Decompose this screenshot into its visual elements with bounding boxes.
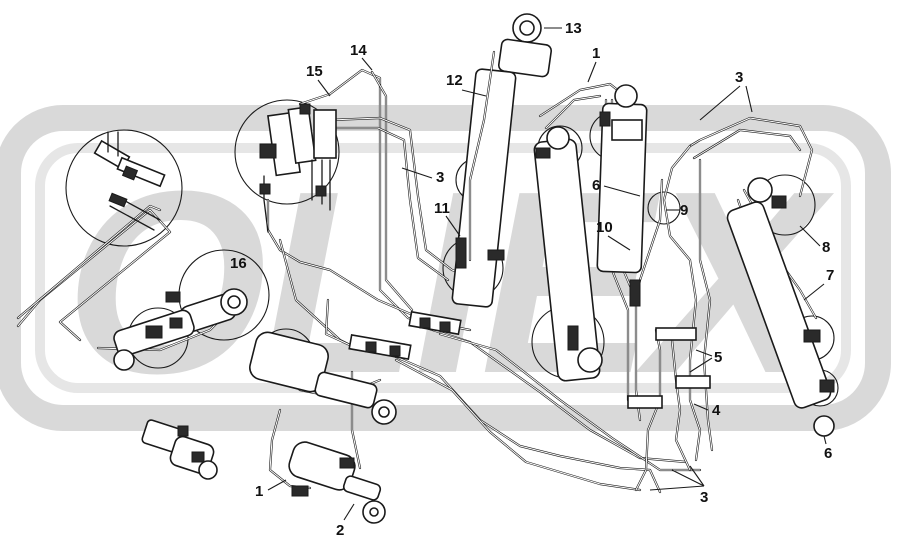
- hose-1-top-b-core: [545, 95, 601, 129]
- manifold-clamps: [348, 310, 711, 409]
- right-cylinder: [726, 177, 835, 437]
- fitting-pipes: [107, 131, 161, 231]
- callout-labels: 13 1 3 14 15 12 3 6 11 9 10 8 16 7 5 4 6…: [230, 20, 834, 539]
- hose-3-bottom-b-core: [395, 359, 641, 491]
- hose-3-upper-core: [329, 117, 471, 277]
- hose-left-loop-core: [17, 209, 171, 341]
- cylinder-11: [451, 13, 553, 308]
- callout-10: 10: [596, 219, 613, 236]
- callout-3-top-right: 3: [735, 69, 743, 86]
- center-cylinders: [533, 84, 648, 382]
- left-motor: [113, 309, 195, 371]
- detail-circle-valve: [234, 99, 340, 205]
- callout-16: 16: [230, 255, 247, 272]
- hydraulic-motor-lower-left: [141, 419, 218, 480]
- watermark-text: OLIEX: [65, 138, 835, 428]
- valve-block-15: [259, 103, 337, 233]
- hose-4-b-core: [671, 339, 691, 471]
- detail-circle-9: [647, 191, 681, 225]
- hose-1-top-core: [539, 83, 621, 117]
- hose-left-trunk-c-core: [325, 299, 353, 347]
- callout-11: 13: [565, 20, 582, 37]
- hose-5-b-core: [699, 159, 713, 451]
- hose-left-loop-b-core: [17, 205, 161, 319]
- hose-14-core: [299, 69, 471, 331]
- watermark: OLIEX: [0, 105, 891, 431]
- callout-7: 7: [826, 267, 834, 284]
- callout-1-bottom: 1: [255, 483, 263, 500]
- hose-3-right-core: [689, 117, 813, 197]
- callout-13: 11: [434, 200, 450, 217]
- callout-3-upper: 3: [436, 169, 444, 186]
- hose-3-right-b-core: [693, 129, 801, 159]
- hose-4-core: [635, 329, 661, 491]
- callout-9: 9: [680, 202, 688, 219]
- cylinder-2: [249, 331, 397, 524]
- cylinder-16: [165, 288, 248, 333]
- hose-3-lower-b-core: [439, 333, 701, 471]
- leader-lines: [267, 27, 827, 521]
- detail-circle-fitting: [65, 129, 183, 247]
- valve-outlet-pipes: [263, 159, 331, 233]
- callout-6-right: 6: [824, 445, 832, 462]
- hose-5-core: [663, 145, 701, 461]
- callout-12: 12: [446, 72, 463, 89]
- callout-2: 2: [336, 522, 344, 539]
- callout-1-top: 1: [592, 45, 600, 62]
- callout-15: 15: [306, 63, 323, 80]
- callout-5: 5: [714, 349, 722, 366]
- callout-8: 8: [822, 239, 830, 256]
- callout-14: 14: [350, 42, 367, 59]
- callout-3-bottom: 3: [700, 489, 708, 506]
- fitting-detail: [93, 131, 166, 231]
- callout-6-mid: 6: [592, 177, 600, 194]
- hose-14b-core: [371, 71, 413, 311]
- callout-4: 4: [712, 402, 721, 419]
